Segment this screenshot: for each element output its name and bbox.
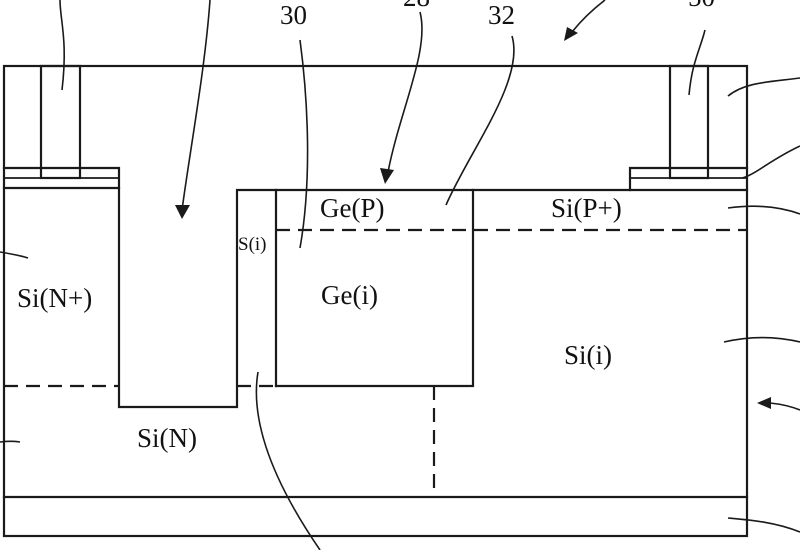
label-ge-i: Ge(i) xyxy=(321,280,378,310)
leader-right-top xyxy=(727,77,800,97)
leader-right-p-layer xyxy=(727,205,800,215)
ge-block-outline xyxy=(274,188,475,388)
label-si-n-plus: Si(N+) xyxy=(17,283,92,313)
leader-50 xyxy=(688,29,706,96)
label-ge-p: Ge(P) xyxy=(320,193,384,223)
trench-arrowhead xyxy=(175,205,190,219)
leader-32 xyxy=(445,35,515,206)
leader-right-si-i xyxy=(723,336,800,343)
leader-right-pad xyxy=(741,145,800,179)
leader-spacer-bottom xyxy=(255,371,321,550)
trench-outline xyxy=(117,186,749,409)
right-contact-plug xyxy=(668,64,710,180)
leader-left-si-n xyxy=(0,440,21,443)
label-s-i: S(i) xyxy=(238,234,267,255)
substrate-outline xyxy=(2,64,749,538)
leader-30 xyxy=(299,39,309,249)
ref-numeral-30: 30 xyxy=(280,0,307,30)
ref-numeral-28: 28 xyxy=(403,0,430,12)
right-contact-pad xyxy=(628,166,749,192)
label-si-n: Si(N) xyxy=(137,423,197,453)
leader-28 xyxy=(387,11,423,173)
label-si-p-plus: Si(P+) xyxy=(551,193,622,223)
ref-numeral-50: 50 xyxy=(688,0,715,12)
leader-left-si-n-plus xyxy=(0,251,29,259)
leader-right-side-arrow xyxy=(769,402,800,411)
arrowhead-28 xyxy=(380,168,394,184)
leader-device-arrow xyxy=(571,0,606,33)
device-arrowhead xyxy=(564,27,578,41)
right-side-arrowhead xyxy=(757,397,771,409)
leader-right-bottom xyxy=(727,517,800,533)
ref-numeral-32: 32 xyxy=(488,0,515,30)
leader-trench-arrow xyxy=(181,0,211,211)
left-contact-plug xyxy=(39,64,82,180)
label-si-i: Si(i) xyxy=(564,340,612,370)
leader-top-left-contact xyxy=(59,0,66,91)
